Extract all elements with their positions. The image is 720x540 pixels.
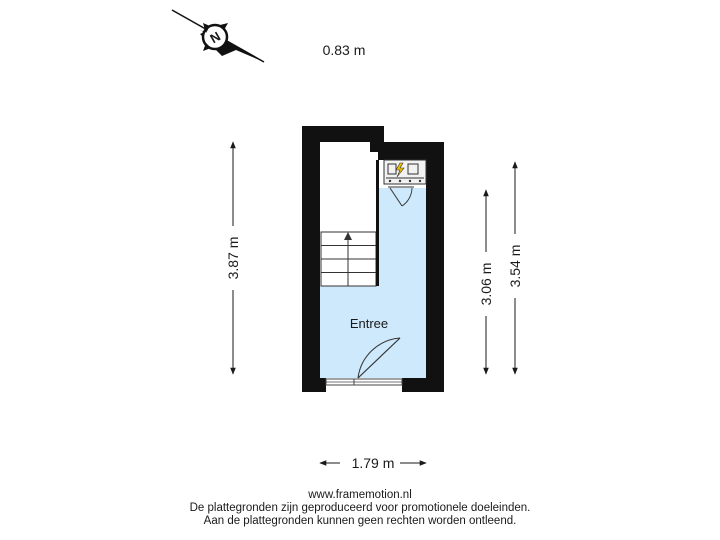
stairs-arrow-icon (344, 232, 352, 240)
bottom-dimension: 1.79 m (319, 452, 427, 471)
cupboard-door (388, 186, 414, 207)
footer-website: www.framemotion.nl (308, 489, 412, 501)
room-label-entrance: Entree (350, 316, 388, 331)
top-dimension-label: 0.83 m (323, 42, 366, 58)
stairs (320, 231, 377, 287)
footer-disclaimer-1: De plattegronden zijn geproduceerd voor … (189, 502, 531, 514)
left-dimension: 3.87 m (225, 141, 241, 375)
floor-area (320, 142, 426, 378)
right-inner-dimension-label: 3.06 m (478, 263, 494, 306)
meter-cupboard (383, 159, 427, 185)
right-outer-dimension-label: 3.54 m (507, 245, 523, 288)
right-outer-dimension: 3.54 m (507, 161, 523, 375)
right-inner-dimension: 3.06 m (478, 189, 494, 375)
electric-meter-icon (395, 162, 405, 178)
front-window (325, 378, 403, 386)
footer-disclaimer-2: Aan de plattegronden kunnen geen rechten… (203, 515, 517, 527)
left-dimension-label: 3.87 m (225, 237, 241, 280)
bottom-dimension-label: 1.79 m (352, 455, 395, 471)
compass-rose-icon: N (171, 9, 265, 63)
entrance-door (357, 337, 401, 379)
walls (302, 126, 444, 392)
footer: www.framemotion.nl De plattegronden zijn… (0, 489, 720, 528)
